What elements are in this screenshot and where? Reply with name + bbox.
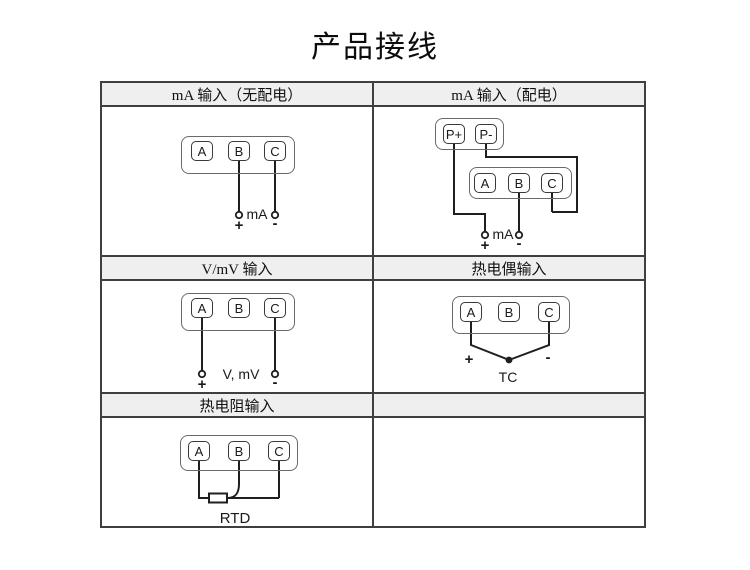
section-header-ma-no-power: mA 输入（无配电） [100,81,374,107]
wire-p-minus-loop [485,144,578,213]
diagram-empty [372,416,646,528]
probe-circle-plus [197,369,207,379]
terminal-strip [452,296,570,334]
signal-label: RTD [219,510,251,527]
minus-label: - [272,374,278,391]
section-header-ma-powered: mA 输入（配电） [372,81,646,107]
junction-dot [505,356,513,364]
terminal-c: C [268,441,290,461]
diagram-ma-powered: P+ P- A B C mA + - [372,105,646,257]
wire-c [508,322,550,361]
probe-circle-minus [514,230,524,240]
section-header-thermocouple: 热电偶输入 [372,255,646,281]
terminal-c: C [264,141,286,161]
minus-label: - [516,235,522,252]
diagram-row-3: A B C RTD [100,416,646,528]
signal-label: TC [498,369,518,385]
terminal-strip [180,435,298,471]
power-terminal-strip [435,118,504,150]
section-header-v-mv: V/mV 输入 [100,255,374,281]
diagram-ma-no-power: A B C mA + - [100,105,374,257]
terminal-p-plus: P+ [443,124,465,144]
terminal-a: A [191,141,213,161]
diagram-thermocouple: A B C + - TC [372,279,646,394]
wire-p-plus [453,144,486,232]
plus-label: + [234,217,244,234]
signal-label: mA [492,226,514,242]
probe-circle-minus [270,369,280,379]
terminal-c: C [538,302,560,322]
terminal-c: C [264,298,286,318]
minus-label: - [545,349,551,366]
probe-circle-plus [234,210,244,220]
terminal-b: B [228,298,250,318]
terminal-a: A [460,302,482,322]
wire-a [470,322,510,361]
terminal-a: A [191,298,213,318]
wiring-lines-v-mv [197,318,280,379]
terminal-strip [469,167,572,199]
plus-label: + [480,237,490,254]
diagram-row-1: A B C mA + - P+ P- A B C mA + [100,105,646,257]
section-header-empty [372,392,646,418]
minus-label: - [272,215,278,232]
wiring-lines-ma-powered [453,144,578,240]
terminal-b: B [228,141,250,161]
terminal-b: B [228,441,250,461]
signal-label: mA [246,206,268,222]
diagram-rtd: A B C RTD [100,416,374,528]
header-row-1: mA 输入（无配电） mA 输入（配电） [100,81,646,107]
diagram-v-mv: A B C V, mV + - [100,279,374,394]
page-title: 产品接线 [311,31,439,64]
terminal-p-minus: P- [475,124,497,144]
diagram-row-2: A B C V, mV + - A B C + - TC [100,279,646,394]
probe-circle-minus [270,210,280,220]
wiring-lines-ma-no-power [234,161,280,220]
terminal-strip [181,293,295,331]
wiring-lines-thermocouple [470,322,550,364]
terminal-b: B [508,173,530,193]
terminal-b: B [498,302,520,322]
plus-label: + [197,376,207,393]
header-row-2: V/mV 输入 热电偶输入 [100,255,646,281]
header-row-3: 热电阻输入 [100,392,646,418]
wiring-table: mA 输入（无配电） mA 输入（配电） A B C mA + - [100,81,646,528]
wire-a [198,461,209,499]
terminal-a: A [474,173,496,193]
section-header-rtd: 热电阻输入 [100,392,374,418]
plus-label: + [464,351,474,368]
terminal-a: A [188,441,210,461]
wire-b [227,461,240,499]
signal-label: V, mV [222,366,260,382]
terminal-c: C [541,173,563,193]
wiring-lines-rtd [198,461,280,504]
probe-circle-plus [480,230,490,240]
terminal-strip [181,136,295,174]
rtd-resistor [208,492,228,504]
